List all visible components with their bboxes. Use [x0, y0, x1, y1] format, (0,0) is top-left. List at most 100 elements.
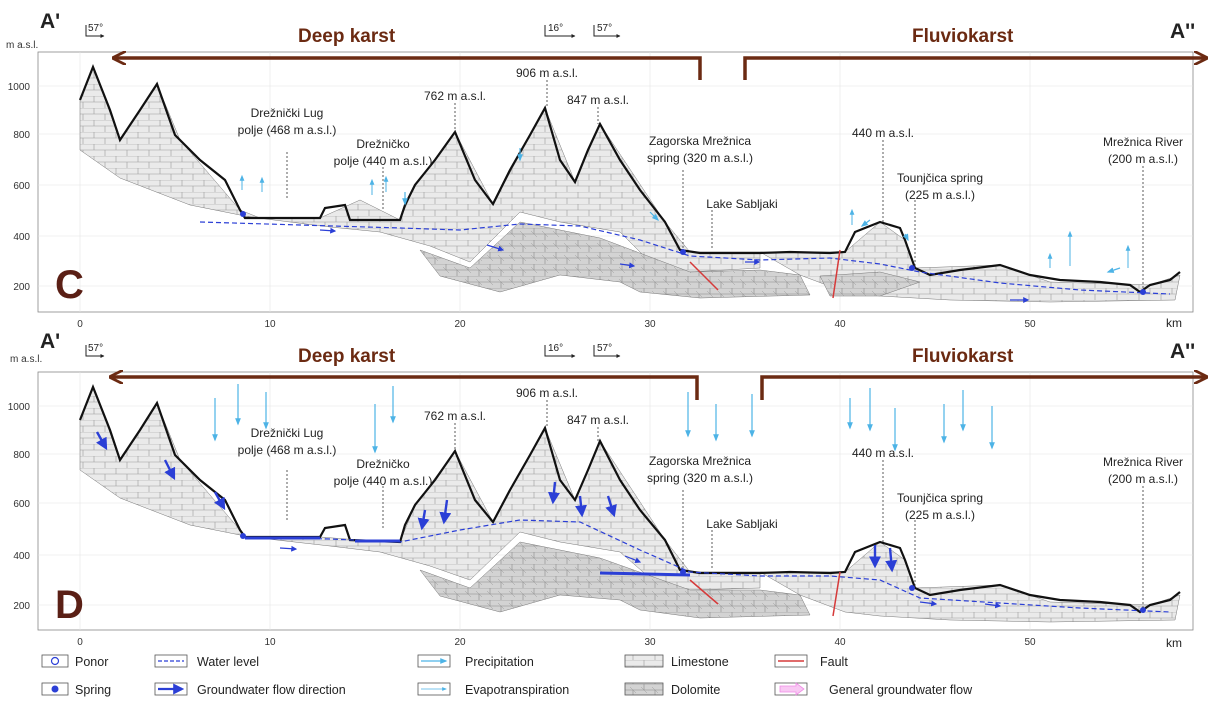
- y-tick-label: 600: [13, 181, 30, 192]
- fluviokarst-body-d: [759, 541, 1181, 623]
- legend-precipitation: Precipitation: [465, 655, 534, 669]
- y-tick-label: 200: [13, 282, 30, 293]
- deep-karst-label-d: Deep karst: [298, 346, 396, 367]
- ponor-icon: [50, 656, 60, 666]
- label-drez-2: polje (440 m a.s.l.): [334, 474, 433, 488]
- terrain-profile-d: [78, 384, 1181, 614]
- dip-angle-label: 16°: [548, 23, 563, 34]
- fluviokarst-label-d: Fluviokarst: [912, 346, 1014, 367]
- groundwater-arrows-d: [95, 431, 898, 573]
- dip-symbols: [85, 25, 621, 358]
- legend: Ponor Spring Water level Groundwater flo…: [41, 654, 973, 697]
- legend-fault: Fault: [820, 655, 848, 669]
- label-drez-lug-1: Drežnički Lug: [251, 426, 324, 440]
- label-peak-762: 762 m a.s.l.: [424, 409, 486, 423]
- fault-line-d-2: [832, 571, 841, 617]
- label-peak-440: 440 m a.s.l.: [852, 126, 914, 140]
- spring-icon: [51, 685, 59, 693]
- label-drez-2: polje (440 m a.s.l.): [334, 154, 433, 168]
- label-toun-1: Tounjčica spring: [897, 491, 983, 505]
- dip-angle-label: 57°: [597, 343, 612, 354]
- panel-c: [37, 51, 1194, 313]
- label-zag-1: Zagorska Mrežnica: [649, 134, 751, 148]
- label-drez-1: Drežničko: [356, 137, 410, 151]
- label-zag-2: spring (320 m a.s.l.): [647, 471, 753, 485]
- x-tick-label: 50: [1024, 637, 1036, 648]
- section-end-label: A'': [1170, 20, 1195, 43]
- legend-gw-flow: Groundwater flow direction: [197, 683, 346, 697]
- panel-letter-d: D: [55, 583, 84, 627]
- legend-limestone: Limestone: [671, 655, 729, 669]
- dip-labels: 57° 16° 57° 57° 16° 57°: [88, 23, 612, 354]
- legend-ponor: Ponor: [75, 655, 108, 669]
- x-tick-label: 10: [264, 319, 276, 330]
- limestone-swatch: [624, 654, 664, 668]
- label-peak-440: 440 m a.s.l.: [852, 446, 914, 460]
- label-drez-1: Drežničko: [356, 457, 410, 471]
- label-zag-1: Zagorska Mrežnica: [649, 454, 751, 468]
- y-tick-label: 400: [13, 232, 30, 243]
- springs: [240, 211, 1146, 295]
- groundwater-arrows-d-thin: [279, 545, 1002, 609]
- dolomite-swatch: [624, 682, 664, 696]
- water-level-line: [199, 221, 1171, 295]
- groundwater-arrows: [319, 227, 1030, 303]
- y-tick-label: 600: [13, 499, 30, 510]
- feature-labels: 906 m a.s.l. 762 m a.s.l. 847 m a.s.l. 440 …: [238, 66, 1183, 531]
- y-tick-label: 800: [13, 130, 30, 141]
- water-level-line-d: [244, 519, 1171, 613]
- legend-spring: Spring: [75, 683, 111, 697]
- x-axis-unit-d: km: [1166, 636, 1182, 650]
- deep-karst-label: Deep karst: [298, 26, 396, 47]
- polje-water: [245, 536, 691, 577]
- x-tick-label: 30: [644, 319, 656, 330]
- fluviokarst-label: Fluviokarst: [912, 26, 1014, 47]
- x-tick-label: 20: [454, 319, 466, 330]
- label-drez-lug-2: polje (468 m a.s.l.): [238, 123, 337, 137]
- label-drez-lug-1: Drežnički Lug: [251, 106, 324, 120]
- y-tick-label: 800: [13, 450, 30, 461]
- panel-c-grid: [38, 52, 1193, 312]
- region-arrows-c: [115, 58, 1205, 80]
- x-tick-label: 20: [454, 637, 466, 648]
- x-axis-unit-c: km: [1166, 316, 1182, 330]
- dip-angle-label: 16°: [548, 343, 563, 354]
- general-flow-swatch: [779, 682, 805, 696]
- label-lake: Lake Sabljaki: [706, 517, 777, 531]
- limestone-body: [79, 66, 761, 273]
- region-arrows-d: [112, 377, 1205, 400]
- leader-lines-c: [286, 80, 1144, 290]
- label-lake: Lake Sabljaki: [706, 197, 777, 211]
- label-peak-847: 847 m a.s.l.: [567, 93, 629, 107]
- x-tick-label: 10: [264, 637, 276, 648]
- leader-lines-d: [286, 400, 1144, 608]
- label-drez-lug-2: polje (468 m a.s.l.): [238, 443, 337, 457]
- legend-evapotranspiration: Evapotranspiration: [465, 683, 569, 697]
- x-tick-label: 40: [834, 319, 846, 330]
- section-end-label-d: A'': [1170, 340, 1195, 363]
- dolomite-body-right: [819, 271, 921, 297]
- precip-arrows-c: [402, 148, 1121, 273]
- y-tick-label: 400: [13, 551, 30, 562]
- fault-line: [689, 261, 719, 291]
- label-peak-906: 906 m a.s.l.: [516, 66, 578, 80]
- y-axis-label-d: m a.s.l.: [10, 354, 42, 365]
- label-toun-2: (225 m a.s.l.): [905, 508, 975, 522]
- x-tick-label: 0: [77, 319, 83, 330]
- dolomite-body: [419, 221, 811, 299]
- x-tick-label: 30: [644, 637, 656, 648]
- label-peak-906: 906 m a.s.l.: [516, 386, 578, 400]
- dip-angle-label: 57°: [88, 343, 103, 354]
- x-tick-label: 0: [77, 637, 83, 648]
- panel-c-geology: [79, 66, 1181, 303]
- section-start-label: A': [40, 10, 60, 33]
- springs-d: [240, 533, 1146, 613]
- y-axis-label-c: m a.s.l.: [6, 40, 38, 51]
- dip-angle-label: 57°: [597, 23, 612, 34]
- panel-d: [37, 371, 1194, 631]
- label-river-1: Mrežnica River: [1103, 455, 1183, 469]
- dip-angle-label: 57°: [88, 23, 103, 34]
- section-start-label-d: A': [40, 330, 60, 353]
